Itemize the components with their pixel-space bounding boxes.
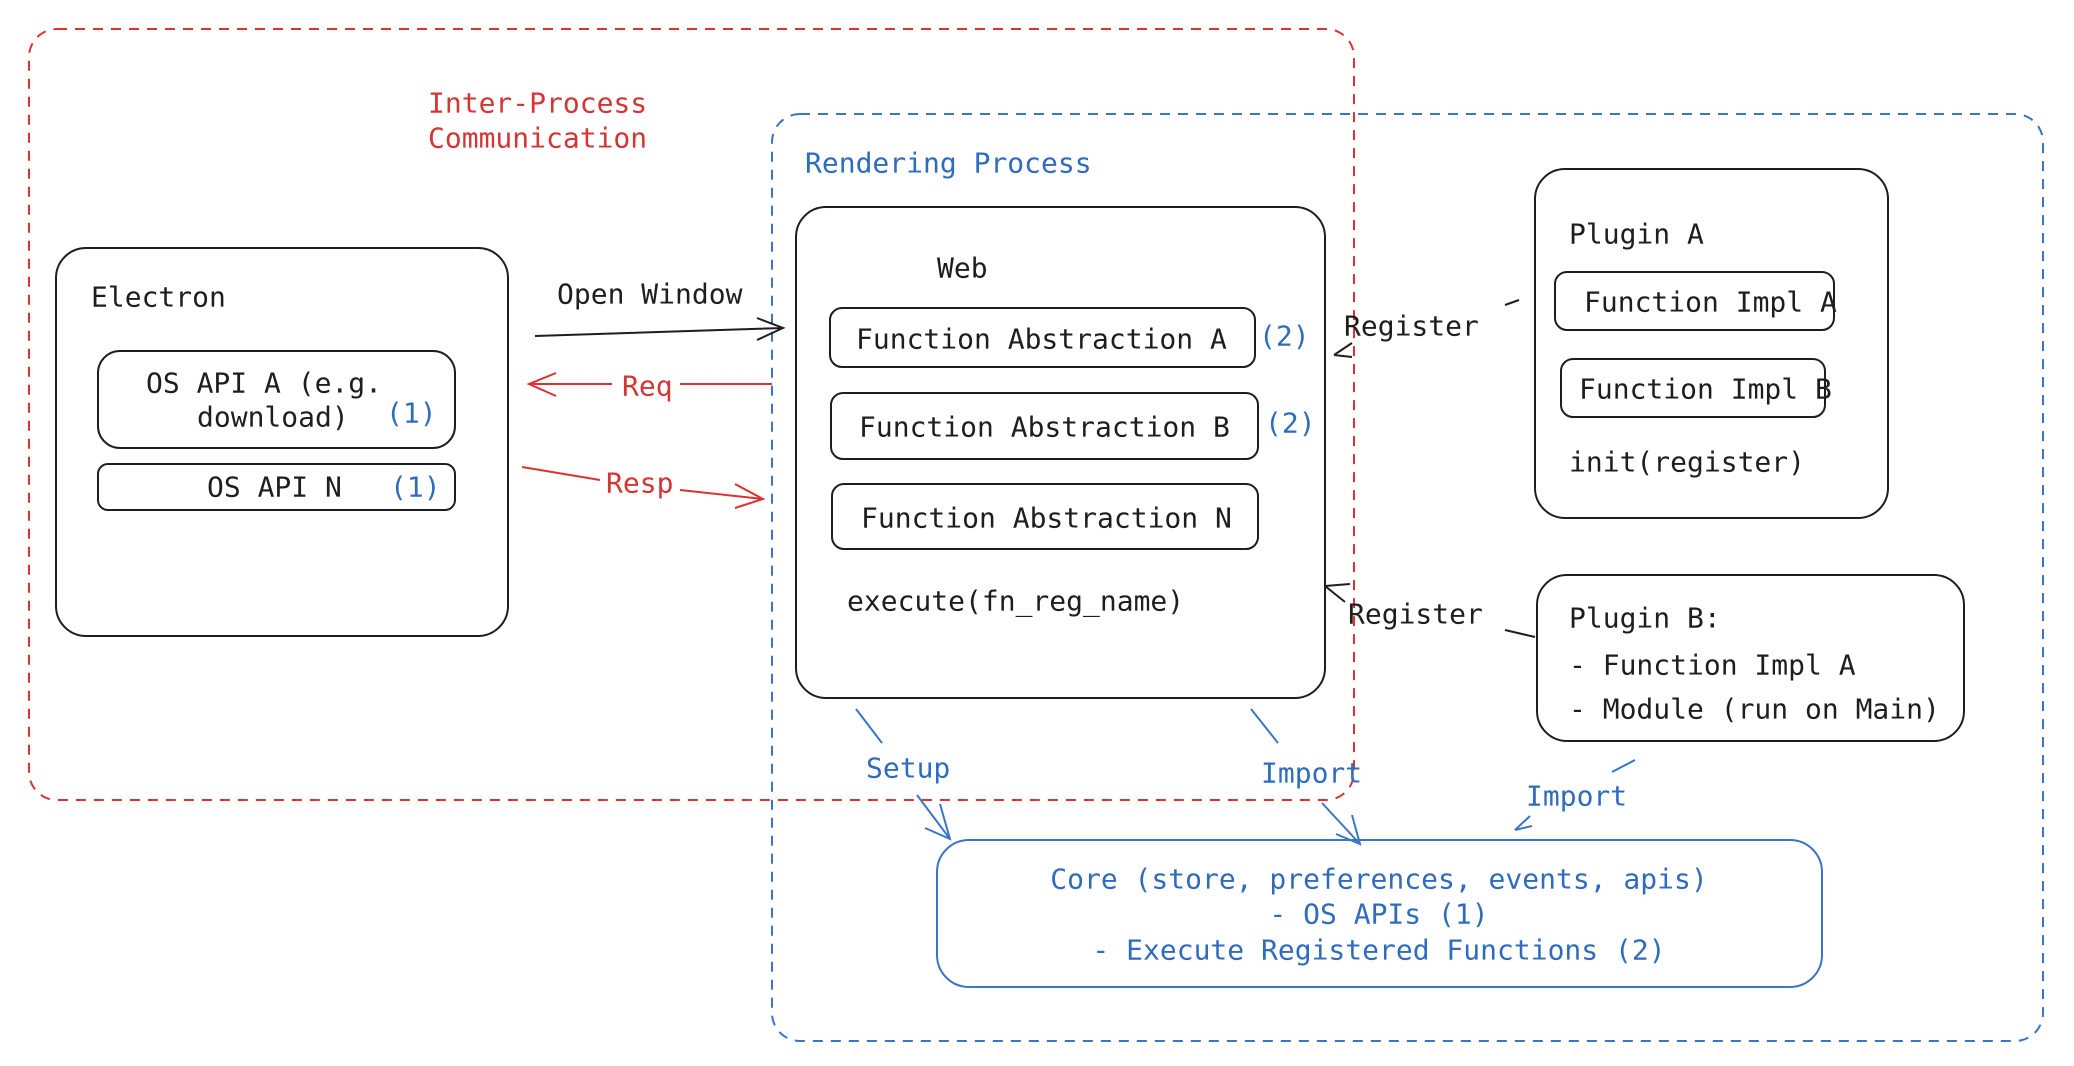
plugin-b-line2: - Module (run on Main) <box>1569 693 1940 726</box>
os-api-n-tag: (1) <box>390 471 441 504</box>
os-api-a-box <box>97 350 456 449</box>
function-abstraction-n-label: Function Abstraction N <box>861 502 1232 535</box>
setup-arrow: Setup <box>855 708 952 841</box>
function-abstraction-b-tag: (2) <box>1265 407 1316 440</box>
init-register-label: init(register) <box>1569 446 1805 479</box>
import-web-label: Import <box>1261 757 1362 790</box>
register-a-label: Register <box>1344 310 1479 343</box>
core-line2: - OS APIs (1) <box>1269 898 1488 931</box>
function-impl-b-label: Function Impl B <box>1579 373 1832 406</box>
setup-label: Setup <box>866 752 950 785</box>
rendering-group-frame <box>771 113 2044 1042</box>
function-impl-a-label: Function Impl A <box>1584 286 1837 319</box>
import-plugin-label: Import <box>1526 780 1627 813</box>
import-plugin-arrow: Import <box>1514 759 1636 831</box>
electron-title: Electron <box>91 281 226 314</box>
plugin-a-title: Plugin A <box>1569 218 1704 251</box>
os-api-n-label: OS API N <box>207 471 342 504</box>
web-node: Web Function Abstraction A (2) Function … <box>795 206 1326 699</box>
ipc-group-frame <box>28 28 1355 801</box>
core-line3: - Execute Registered Functions (2) <box>1092 934 1665 967</box>
plugin-a-node: Plugin A Function Impl A Function Impl B… <box>1534 168 1889 519</box>
function-abstraction-a-tag: (2) <box>1259 320 1310 353</box>
function-impl-a-box <box>1554 271 1835 331</box>
function-abstraction-a-box <box>829 307 1256 368</box>
req-label: Req <box>622 370 673 403</box>
os-api-n-box <box>97 463 456 511</box>
plugin-b-line1: - Function Impl A <box>1569 649 1856 682</box>
function-impl-b-box <box>1560 358 1826 418</box>
function-abstraction-n-box <box>831 483 1259 550</box>
register-a-arrow: Register <box>1333 299 1520 358</box>
register-b-label: Register <box>1348 598 1483 631</box>
plugin-b-node: Plugin B: - Function Impl A - Module (ru… <box>1536 574 1965 742</box>
electron-node: Electron OS API A (e.g. download) (1) OS… <box>55 247 509 637</box>
import-web-arrow: Import <box>1250 708 1362 846</box>
os-api-a-tag: (1) <box>386 397 437 430</box>
open-window-arrow: Open Window <box>534 278 786 341</box>
open-window-label: Open Window <box>557 278 743 311</box>
function-abstraction-a-label: Function Abstraction A <box>856 323 1227 356</box>
resp-arrow: Resp <box>521 466 766 509</box>
req-arrow: Req <box>526 370 772 403</box>
core-box <box>936 839 1823 988</box>
rendering-group-title: Rendering Process <box>805 147 1092 180</box>
core-line1: Core (store, preferences, events, apis) <box>1050 863 1707 896</box>
ipc-group-title-line1: Inter-Process <box>428 87 647 120</box>
web-title: Web <box>937 252 988 285</box>
core-node: Core (store, preferences, events, apis) … <box>936 839 1823 988</box>
plugin-b-title: Plugin B: <box>1569 602 1721 635</box>
ipc-group-title-line2: Communication <box>428 122 647 155</box>
function-abstraction-b-label: Function Abstraction B <box>859 411 1230 444</box>
os-api-a-label-line2: download) <box>197 401 349 434</box>
resp-label: Resp <box>606 467 673 500</box>
function-abstraction-b-box <box>830 392 1259 460</box>
os-api-a-label-line1: OS API A (e.g. <box>146 367 382 400</box>
register-b-arrow: Register <box>1324 583 1536 638</box>
execute-label: execute(fn_reg_name) <box>847 585 1184 619</box>
